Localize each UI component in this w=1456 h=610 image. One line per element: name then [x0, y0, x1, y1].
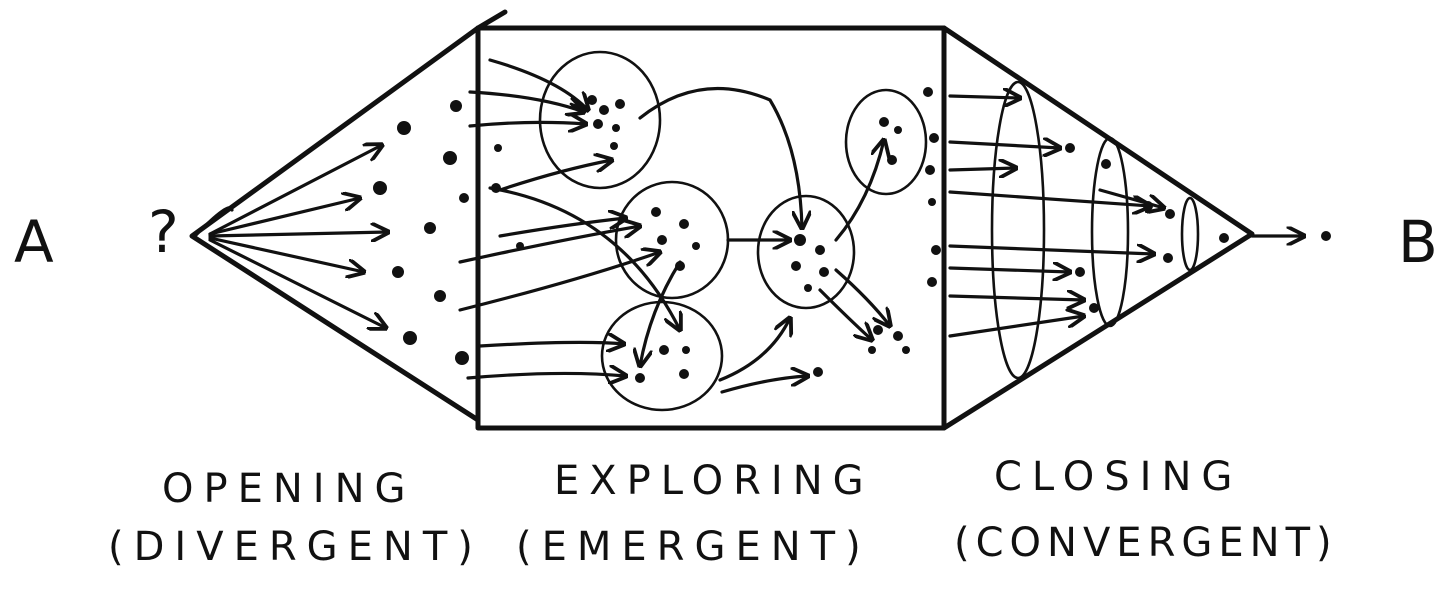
phase-closing-subtitle: (CONVERGENT): [954, 520, 1338, 566]
phase-closing-title: CLOSING: [994, 454, 1242, 500]
opening-triangle: [189, 25, 481, 423]
divergent-arrows: [193, 145, 388, 328]
closing-arrows: [948, 96, 1304, 338]
exploring-arrows: [458, 58, 890, 394]
question-mark: ?: [148, 198, 179, 266]
closing-funnel-ellipses: [990, 80, 1200, 380]
phase-opening-title: OPENING: [162, 466, 416, 512]
start-point-label: A: [14, 208, 54, 276]
closing-idea-dots: [923, 87, 1229, 313]
phase-opening-subtitle: (DIVERGENT): [108, 524, 483, 570]
closing-triangle: [941, 25, 1255, 431]
phase-exploring-subtitle: (EMERGENT): [516, 524, 871, 570]
box-top-stub: [475, 9, 508, 31]
phase-exploring-title: EXPLORING: [554, 458, 874, 504]
opening-idea-dots: [373, 100, 469, 365]
end-point-label: B: [1398, 208, 1438, 276]
final-point-dot: [1321, 231, 1331, 241]
